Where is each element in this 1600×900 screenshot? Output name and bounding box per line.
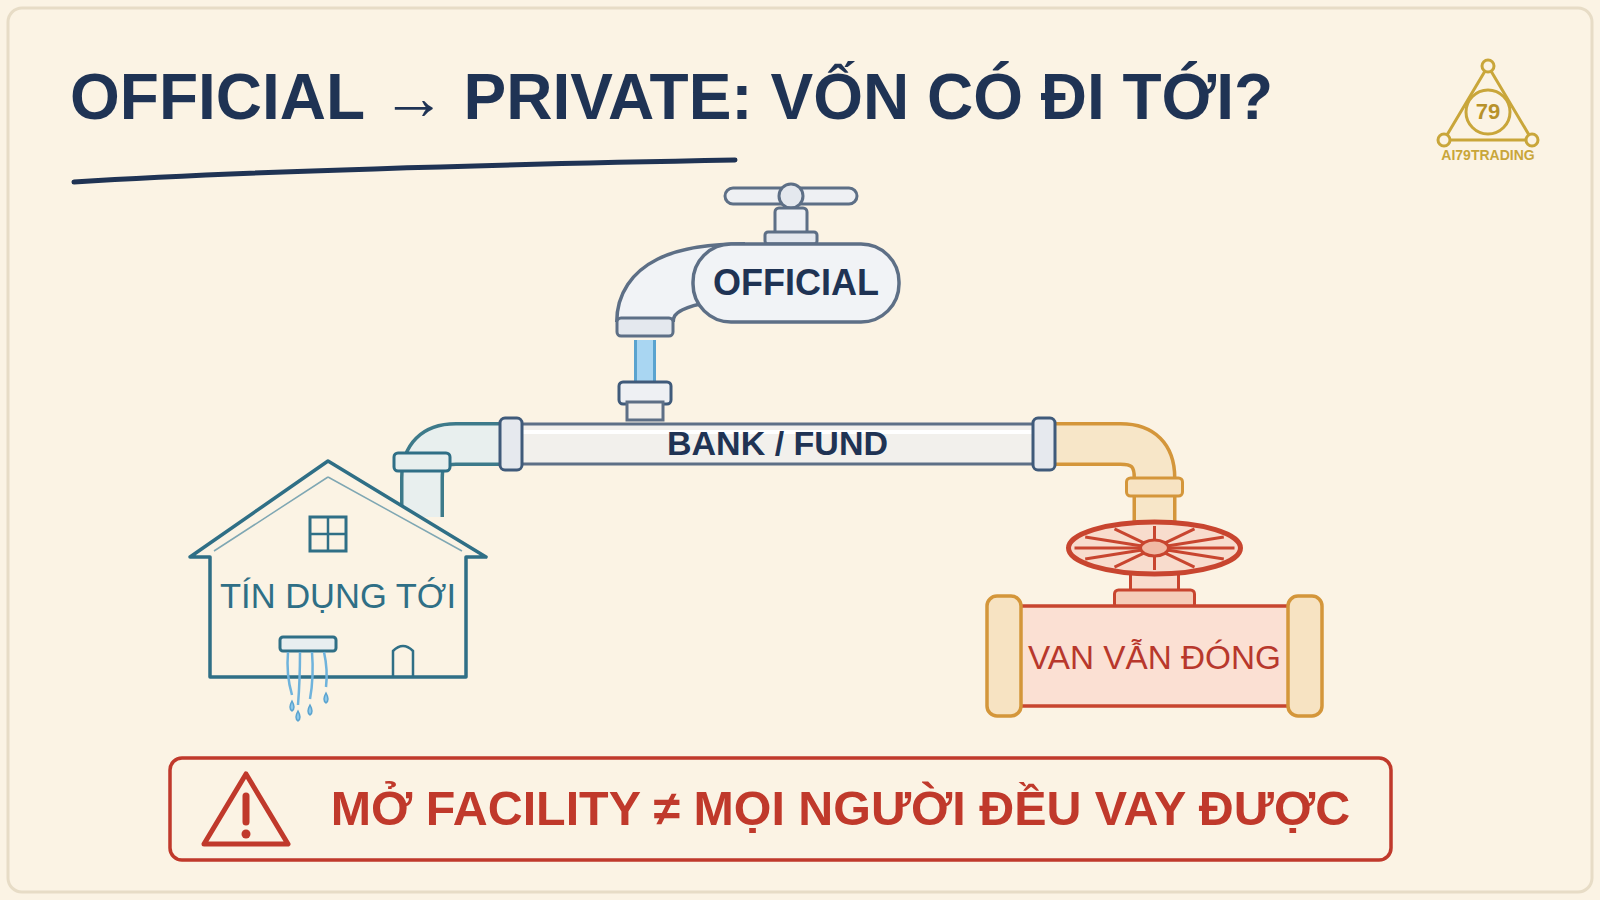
logo-text: AI79TRADING <box>1441 148 1534 163</box>
pipe-collar <box>394 453 450 471</box>
faucet-label: OFFICIAL <box>713 263 879 303</box>
logo-mark <box>1438 60 1538 146</box>
warning-box-label: MỞ FACILITY ≠ MỌI NGƯỜI ĐỀU VAY ĐƯỢC <box>331 782 1350 835</box>
pipe-connector <box>394 444 504 517</box>
house-label: TÍN DỤNG TỚI <box>220 578 456 616</box>
valve: VAN VẪN ĐÓNG <box>985 508 1324 718</box>
house-shape <box>188 455 488 683</box>
faucet-shape <box>615 172 905 340</box>
house: TÍN DỤNG TỚI <box>188 455 488 683</box>
pipe-neck <box>627 402 663 420</box>
logo-number: 79 <box>1476 100 1500 124</box>
valve-label: VAN VẪN ĐÓNG <box>1028 640 1281 677</box>
pipe-connector <box>1051 444 1183 524</box>
pipe-connector <box>619 340 671 420</box>
diagram-title: OFFICIAL → PRIVATE: VỐN CÓ ĐI TỚI? <box>70 62 1273 132</box>
warning-box: MỞ FACILITY ≠ MỌI NGƯỜI ĐỀU VAY ĐƯỢC <box>168 756 1393 862</box>
title-underline <box>74 160 735 182</box>
pipe-segment: BANK / FUND <box>500 418 1055 470</box>
valve-shape <box>985 508 1324 718</box>
pipe-segment-label: BANK / FUND <box>667 425 888 462</box>
pipe-collar <box>1127 478 1183 496</box>
faucet: OFFICIAL <box>615 172 905 340</box>
page-frame <box>8 8 1592 892</box>
